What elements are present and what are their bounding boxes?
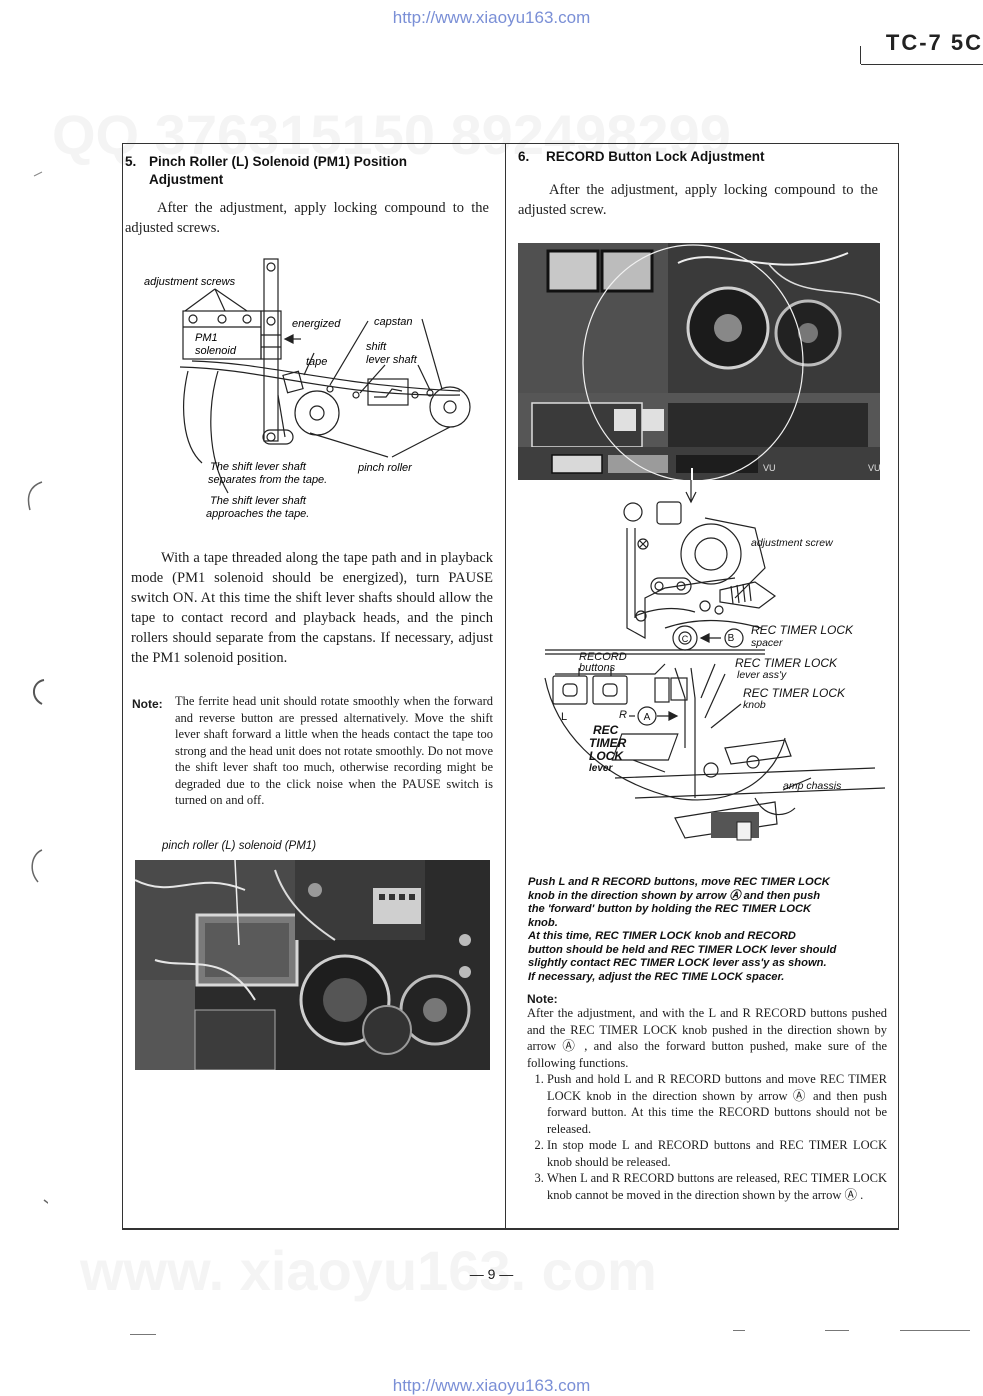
caption-line-5: At this time, REC TIMER LOCK knob and RE… — [528, 930, 796, 942]
solenoid-label: solenoid — [195, 345, 237, 357]
scan-speck — [825, 1330, 849, 1331]
r-label: R — [619, 709, 627, 721]
corner-model-code: TC-7 5C — [885, 30, 983, 55]
corner-tick — [860, 46, 861, 64]
circle-c-label: C — [682, 634, 689, 644]
pm1-photo-art — [135, 860, 490, 1070]
caption-line-1: Push L and R RECORD buttons, move REC TI… — [528, 876, 830, 888]
pm1-solenoid-diagram: adjustment screws PM1 solenoid energized… — [144, 258, 471, 520]
rec-lever-rec: REC — [593, 723, 619, 737]
content-frame — [122, 143, 899, 1230]
spacer-label: spacer — [751, 637, 783, 649]
l-label: L — [561, 711, 567, 723]
caption-line-2: knob in the direction shown by arrow Ⓐ a… — [528, 889, 821, 902]
rec-timer-lock-diagram: adjustment screw B C REC TIMER LOCK spac… — [544, 480, 886, 841]
section5-title-line2: Adjustment — [149, 172, 224, 187]
lever-assy-label: lever ass'y — [737, 669, 787, 681]
circle-b-label: B — [728, 633, 735, 644]
separates-line1: The shift lever shaft — [210, 461, 307, 473]
section6-title: RECORD Button Lock Adjustment — [546, 149, 765, 164]
section5-intro: After the adjustment, apply locking comp… — [125, 200, 489, 236]
section6-note-label: Note: — [527, 992, 558, 1006]
scan-margin-marks — [27, 171, 48, 1204]
function-item: When L and R RECORD buttons are released… — [547, 1170, 887, 1203]
section6-intro: After the adjustment, apply locking comp… — [518, 182, 878, 218]
rec-lever-lever: lever — [589, 763, 613, 774]
rec-lever-timer: TIMER — [589, 736, 627, 750]
amp-chassis-tab — [736, 821, 752, 841]
record-lock-photo-art: VU VU — [518, 243, 880, 480]
column-divider — [505, 143, 506, 1230]
scan-speck — [130, 1334, 156, 1335]
pm1-photo — [135, 860, 490, 1070]
functions-ol: Push and hold L and R RECORD buttons and… — [527, 1071, 887, 1203]
lever-assy-title: REC TIMER LOCK — [735, 656, 838, 670]
adjustment-screws-label: adjustment screws — [144, 276, 236, 288]
knob-title: REC TIMER LOCK — [743, 686, 846, 700]
knob-label: knob — [743, 699, 766, 711]
corner-rule — [861, 64, 983, 65]
approaches-line1: The shift lever shaft — [210, 495, 307, 507]
caption-line-4: knob. — [528, 916, 558, 929]
rec-timer-lock-caption: Push L and R RECORD buttons, move REC TI… — [528, 876, 893, 984]
section5-note-label: Note: — [132, 697, 163, 711]
footer-url[interactable]: http://www.xiaoyu163.com — [392, 1376, 591, 1395]
vu-label-right: VU — [868, 463, 880, 473]
separates-line2: separates from the tape. — [208, 474, 327, 486]
vu-label-left: VU — [763, 463, 776, 473]
functions-list: Push and hold L and R RECORD buttons and… — [527, 1071, 887, 1203]
pm1-photo-caption: pinch roller (L) solenoid (PM1) — [162, 840, 317, 852]
page-number: — 9 — — [469, 1266, 514, 1282]
rec-timer-lock-spacer-title: REC TIMER LOCK — [751, 623, 854, 637]
function-item: In stop mode L and RECORD buttons and RE… — [547, 1137, 887, 1170]
function-item: Push and hold L and R RECORD buttons and… — [547, 1071, 887, 1137]
caption-line-7: slightly contact REC TIMER LOCK lever as… — [528, 957, 827, 969]
scan-speck — [900, 1330, 970, 1331]
amp-chassis-block — [711, 812, 759, 838]
amp-chassis-label: amp chassis — [783, 780, 842, 792]
section5-number: 5. — [125, 154, 137, 169]
header-url[interactable]: http://www.xiaoyu163.com — [392, 8, 591, 27]
pinch-roller-label: pinch roller — [357, 462, 413, 474]
caption-line-8: If necessary, adjust the REC TIME LOCK s… — [528, 970, 785, 983]
section6-note-text: After the adjustment, and with the L and… — [527, 1006, 887, 1070]
site-watermark: www. xiaoyu163. com — [80, 1239, 657, 1302]
rec-lever-lock: LOCK — [589, 749, 624, 763]
pm1-label: PM1 — [195, 332, 218, 344]
approaches-line2: approaches the tape. — [206, 508, 309, 520]
lever-shaft-label: lever shaft — [366, 354, 418, 366]
shift-label: shift — [366, 341, 387, 353]
buttons-label: buttons — [579, 662, 616, 674]
section5-title-line1: Pinch Roller (L) Solenoid (PM1) Position — [149, 154, 408, 169]
section5-note-text: The ferrite head unit should rotate smoo… — [175, 694, 493, 807]
tape-label: tape — [306, 356, 327, 368]
record-label: RECORD — [579, 651, 627, 663]
circle-a-label: A — [644, 712, 651, 723]
record-lock-photo: VU VU — [518, 243, 880, 480]
section6-number: 6. — [518, 149, 530, 164]
caption-line-6: button should be held and REC TIMER LOCK… — [528, 943, 837, 956]
scan-speck — [733, 1330, 745, 1331]
section5-title: Pinch Roller (L) Solenoid (PM1) Position… — [149, 153, 489, 189]
section5-procedure: With a tape threaded along the tape path… — [131, 550, 493, 666]
capstan-label: capstan — [374, 316, 413, 328]
qq-watermark: QQ 376315150 892498299 — [52, 103, 731, 166]
caption-line-3: the 'forward' button by holding the REC … — [528, 903, 812, 915]
energized-label: energized — [292, 318, 341, 330]
adjustment-screw-label: adjustment screw — [751, 537, 834, 549]
